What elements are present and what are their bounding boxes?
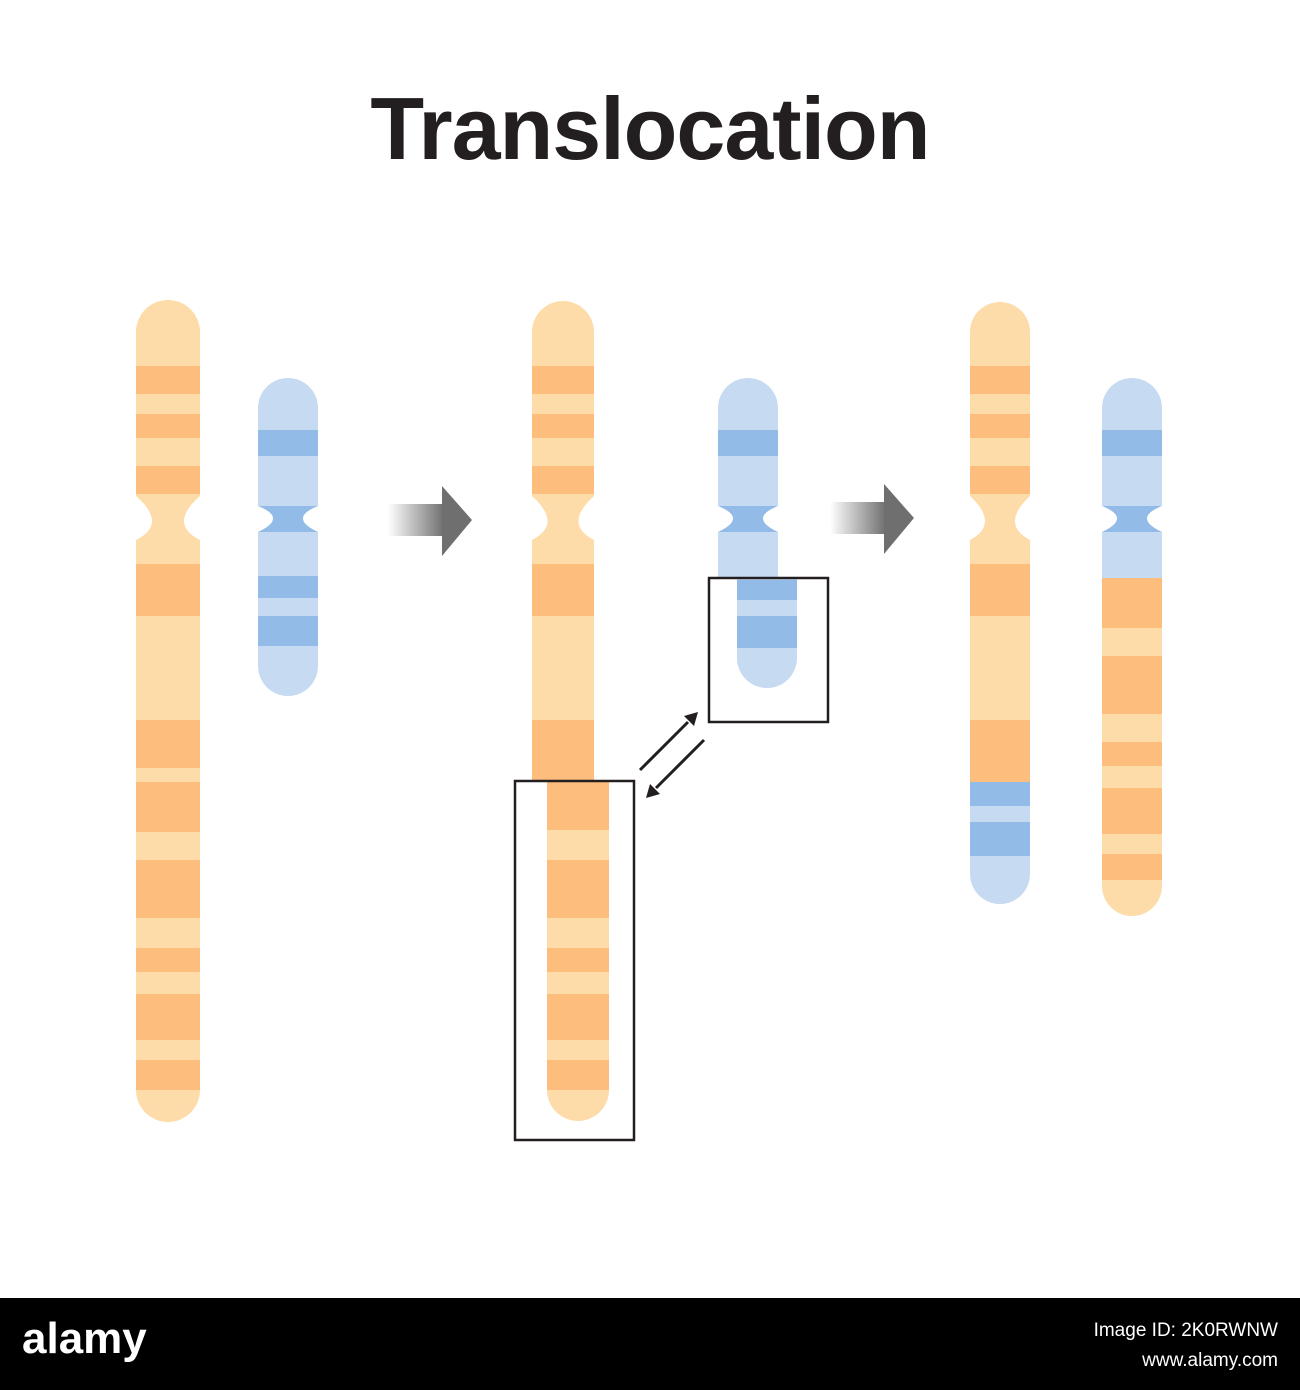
process-arrow-2 [830, 484, 914, 554]
translocation-diagram [136, 300, 1162, 1142]
chromosome-small-result [1102, 378, 1162, 916]
chromosome-small-marked [707, 378, 830, 724]
chromosome-small-result-outline [1102, 378, 1162, 578]
chromosome-small-original [258, 378, 318, 696]
footer-logo: alamy [22, 1314, 147, 1363]
chromosome-large-original [136, 300, 200, 1122]
chromosome-large-marked [513, 301, 636, 1142]
chromosome-small-marked-outline [718, 378, 778, 578]
process-arrow-1 [388, 486, 472, 556]
footer-image-id: Image ID: 2K0RWNW [1093, 1320, 1278, 1341]
footer-url: www.alamy.com [1142, 1350, 1278, 1371]
diagram-title: Translocation [370, 79, 930, 178]
chromosome-small-original-outline [258, 378, 318, 696]
footer-bar: alamy Image ID: 2K0RWNW www.alamy.com [0, 1298, 1300, 1390]
selection-box-large [513, 779, 636, 1142]
exchange-arrows [638, 712, 706, 798]
selection-box-small [707, 576, 830, 724]
chromosome-large-result [970, 302, 1030, 904]
